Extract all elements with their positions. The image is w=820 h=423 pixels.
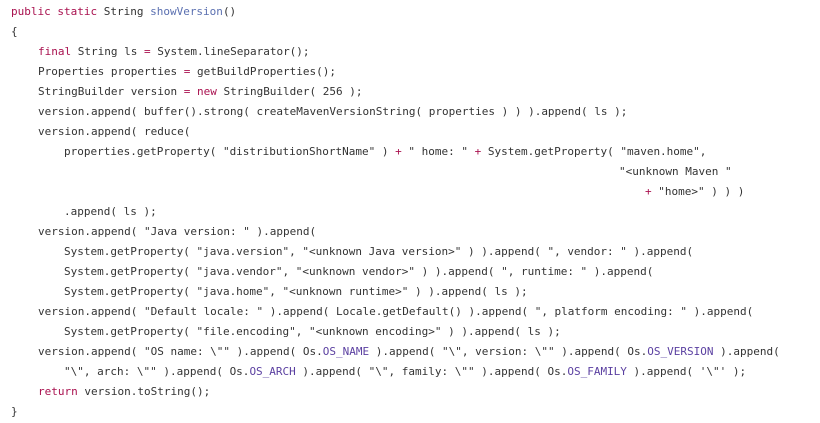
code-token: StringBuilder version	[38, 85, 184, 98]
code-token: OS_FAMILY	[567, 365, 627, 378]
code-token: System.getProperty( "maven.home",	[487, 145, 707, 158]
code-line: version.append( "Default locale: " ).app…	[38, 304, 753, 320]
code-line: System.getProperty( "java.home", "<unkno…	[64, 284, 528, 300]
code-line: version.append( buffer().strong( createM…	[38, 104, 627, 120]
code-token: {	[11, 25, 18, 38]
code-token: System.getProperty( "file.encoding", "<u…	[64, 325, 561, 338]
code-token: return	[38, 385, 85, 398]
code-token: properties.getProperty( "distributionSho…	[64, 145, 396, 158]
code-token: ).append( "\", version: \"" ).append( Os…	[369, 345, 648, 358]
code-token: System.getProperty( "java.home", "<unkno…	[64, 285, 528, 298]
code-line: }	[11, 404, 18, 420]
code-line: Properties properties = getBuildProperti…	[38, 64, 336, 80]
code-token: ).append( '\"' );	[626, 365, 747, 378]
code-token: =	[183, 85, 197, 98]
code-token: version.append( "Default locale: " ).app…	[38, 305, 754, 318]
code-token: String	[103, 5, 151, 18]
code-line: properties.getProperty( "distributionSho…	[64, 144, 706, 160]
code-token: ).append( "\", family: \"" ).append( Os.	[295, 365, 568, 378]
code-line: StringBuilder version = new StringBuilde…	[38, 84, 363, 100]
code-line: final String ls = System.lineSeparator()…	[38, 44, 310, 60]
code-token: Properties properties	[38, 65, 184, 78]
code-line: version.append( reduce(	[38, 124, 190, 140]
code-token: ()	[222, 5, 237, 18]
code-line: System.getProperty( "java.version", "<un…	[64, 244, 693, 260]
code-line: "\", arch: \"" ).append( Os.OS_ARCH ).ap…	[64, 364, 746, 380]
code-line: public static String showVersion()	[11, 4, 236, 20]
code-token: =	[183, 65, 197, 78]
code-token: }	[11, 405, 18, 418]
code-token: "\", arch: \"" ).append( Os.	[64, 365, 250, 378]
code-token: getBuildProperties();	[196, 65, 337, 78]
code-token: StringBuilder( 256 );	[223, 85, 363, 98]
code-token: OS_NAME	[322, 345, 370, 358]
code-token: +	[474, 145, 488, 158]
code-token: new	[196, 85, 224, 98]
code-line: + "home>" ) ) )	[645, 184, 744, 200]
code-token: OS_VERSION	[647, 345, 714, 358]
code-token: System.getProperty( "java.vendor", "<unk…	[64, 265, 654, 278]
code-line: version.append( "Java version: " ).appen…	[38, 224, 316, 240]
code-token: showVersion	[150, 5, 223, 18]
code-token: .append( ls );	[64, 205, 157, 218]
code-line: System.getProperty( "java.vendor", "<unk…	[64, 264, 653, 280]
code-token: "<unknown Maven "	[619, 165, 732, 178]
code-token: " home: "	[408, 145, 475, 158]
code-line: "<unknown Maven "	[619, 164, 732, 180]
code-token: version.append( reduce(	[38, 125, 191, 138]
code-token: final	[38, 45, 78, 58]
code-line: version.append( "OS name: \"" ).append( …	[38, 344, 780, 360]
code-token: System.lineSeparator();	[157, 45, 310, 58]
code-line: System.getProperty( "file.encoding", "<u…	[64, 324, 561, 340]
code-token: "home>" ) ) )	[658, 185, 745, 198]
code-token: OS_ARCH	[249, 365, 296, 378]
code-token: String ls	[77, 45, 144, 58]
code-token: version.toString();	[84, 385, 211, 398]
code-line: .append( ls );	[64, 204, 157, 220]
code-line: {	[11, 24, 18, 40]
code-token: +	[645, 185, 659, 198]
code-token: =	[143, 45, 158, 58]
code-token: version.append( "Java version: " ).appen…	[38, 225, 317, 238]
code-token: version.append( "OS name: \"" ).append( …	[38, 345, 323, 358]
code-line: return version.toString();	[38, 384, 210, 400]
code-token: System.getProperty( "java.version", "<un…	[64, 245, 694, 258]
code-token: ).append(	[713, 345, 780, 358]
code-token: public static	[11, 5, 104, 18]
code-token: version.append( buffer().strong( createM…	[38, 105, 628, 118]
code-token: +	[395, 145, 409, 158]
